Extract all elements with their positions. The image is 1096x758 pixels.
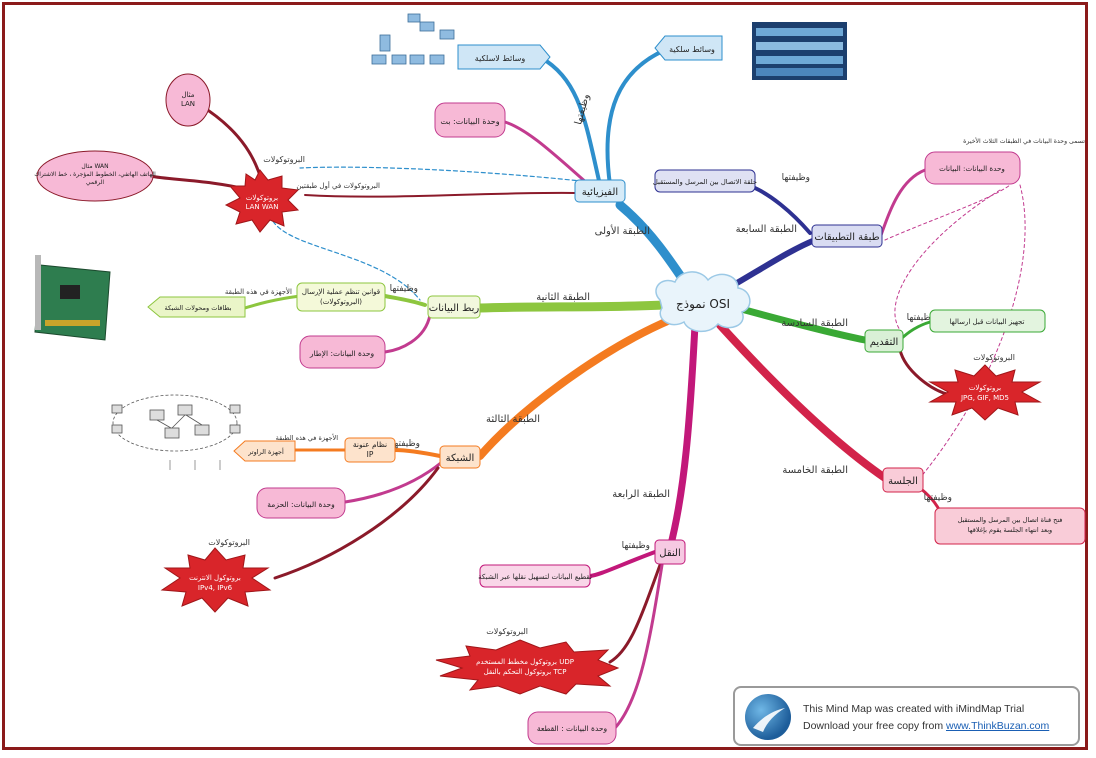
datalink-devices-edge: الأجهزة في هذه الطبقة	[225, 287, 292, 296]
node-session[interactable]: الجلسة	[882, 467, 924, 493]
trial-line-2: Download your free copy from www.ThinkBu…	[803, 720, 1049, 732]
transport-function-node[interactable]: تقطيع البيانات لتسهيل نقلها عبر الشبكة	[478, 564, 592, 588]
network-devices-node[interactable]: أجهزة الراوتر	[233, 440, 296, 462]
datalink-data-unit[interactable]: وحدة البيانات: الإطار	[299, 335, 386, 369]
svg-text:حلقة الاتصال بين المرسل والمست: حلقة الاتصال بين المرسل والمستقبل	[653, 178, 757, 186]
branch-network	[476, 316, 674, 460]
edge-layer-5: الطبقة الخامسة	[782, 465, 848, 476]
transport-function-edge: وظيفتها	[622, 541, 650, 551]
svg-text:ربط البيانات: ربط البيانات	[429, 303, 480, 314]
edge-layer-4: الطبقة الرابعة	[612, 489, 670, 500]
physical-data-unit[interactable]: وحدة البيانات: بت	[434, 102, 506, 138]
edge-layer-1: الطبقة الأولى	[595, 224, 650, 237]
edge-layer-6: الطبقة السادسة	[781, 318, 848, 329]
physical-protocols-edge: البروتوكولات	[263, 155, 305, 164]
svg-text:وسائط لاسلكية: وسائط لاسلكية	[475, 54, 526, 63]
svg-text:فتح قناة اتصال بين المرسل والم: فتح قناة اتصال بين المرسل والمستقبلوبعد …	[958, 516, 1063, 534]
svg-text:التقديم: التقديم	[870, 337, 899, 348]
center-node[interactable]: نموذج OSI	[655, 271, 751, 333]
svg-text:أجهزة الراوتر: أجهزة الراوتر	[247, 447, 284, 456]
wireless-network-image	[371, 13, 455, 65]
svg-text:وسائط سلكية: وسائط سلكية	[669, 45, 715, 54]
node-transport[interactable]: النقل	[654, 539, 686, 565]
svg-text:وحدة البيانات: الحزمة: وحدة البيانات: الحزمة	[267, 500, 335, 509]
physical-wired-node[interactable]: وسائط سلكية	[654, 35, 723, 61]
network-protocols-edge: البروتوكولات	[208, 538, 250, 547]
transport-protocols-edge: البروتوكولات	[486, 627, 528, 636]
branch-session	[716, 321, 889, 482]
trial-line-1: This Mind Map was created with iMindMap …	[803, 703, 1025, 715]
datalink-function-edge: وظيفتها	[390, 284, 418, 294]
wired-media-image	[752, 22, 847, 80]
presentation-function-node[interactable]: تجهيز البيانات قبل ارسالها	[929, 309, 1046, 333]
svg-text:بطاقات ومحولات الشبكة: بطاقات ومحولات الشبكة	[164, 304, 231, 312]
datalink-devices-node[interactable]: بطاقات ومحولات الشبكة	[147, 296, 246, 318]
router-network-image	[111, 394, 241, 470]
network-function-edge: وظيفتها	[392, 439, 420, 449]
transport-data-unit[interactable]: وحدة البيانات : القطعة	[527, 711, 617, 745]
presentation-protocols-edge: البروتوكولات	[973, 353, 1015, 362]
datalink-function-node[interactable]: قوانين تنظم عملية الإرسال(البروتوكولات)	[296, 282, 386, 312]
session-function-edge: وظيفتها	[924, 493, 952, 503]
thinkbuzan-link[interactable]: www.ThinkBuzan.com	[945, 720, 1050, 732]
physical-wireless-node[interactable]: وسائط لاسلكية	[457, 44, 551, 70]
branch-presentation	[741, 306, 869, 344]
svg-text:وحدة البيانات: الإطار: وحدة البيانات: الإطار	[309, 349, 375, 358]
svg-text:تجهيز البيانات قبل ارسالها: تجهيز البيانات قبل ارسالها	[949, 318, 1024, 326]
physical-protocols-note: البروتوكولات في أول طبقتين	[296, 181, 380, 190]
node-physical[interactable]: الفيزيائية	[574, 179, 626, 203]
application-data-unit[interactable]: وحدة البيانات: البيانات	[924, 151, 1021, 185]
svg-text:وحدة البيانات: بت: وحدة البيانات: بت	[440, 117, 499, 126]
svg-text:وحدة البيانات : القطعة: وحدة البيانات : القطعة	[537, 724, 608, 733]
branch-transport	[666, 321, 699, 552]
application-data-unit-note: تسمى وحدة البيانات في الطبقات الثلاث الأ…	[963, 137, 1085, 145]
node-network[interactable]: الشبكة	[439, 445, 481, 469]
edge-layer-2: الطبقة الثانية	[536, 292, 590, 303]
svg-text:الفيزيائية: الفيزيائية	[582, 187, 618, 198]
svg-text:قوانين تنظم عملية الإرسال(البر: قوانين تنظم عملية الإرسال(البروتوكولات)	[302, 288, 380, 306]
network-card-image	[34, 255, 111, 341]
trial-line-2-prefix: Download your free copy from	[803, 720, 946, 732]
application-function-node[interactable]: حلقة الاتصال بين المرسل والمستقبل	[653, 169, 757, 193]
svg-text:الشبكة: الشبكة	[446, 453, 475, 464]
swoosh-icon	[753, 708, 785, 732]
edge-layer-3: الطبقة الثالثة	[486, 414, 540, 425]
node-datalink[interactable]: ربط البيانات	[427, 295, 481, 319]
svg-text:النقل: النقل	[659, 548, 680, 559]
presentation-function-edge: وظيفتها	[907, 313, 935, 323]
svg-text:وحدة البيانات: البيانات: وحدة البيانات: البيانات	[939, 164, 1005, 173]
application-function-edge: وظيفتها	[782, 173, 810, 183]
center-label: نموذج OSI	[676, 297, 730, 312]
imindmap-trial-banner: This Mind Map was created with iMindMap …	[733, 686, 1080, 746]
branch-datalink	[475, 300, 670, 313]
edge-layer-7: الطبقة السابعة	[736, 224, 797, 235]
page-frame	[2, 2, 1088, 750]
network-data-unit[interactable]: وحدة البيانات: الحزمة	[256, 487, 346, 519]
svg-text:تقطيع البيانات لتسهيل نقلها عب: تقطيع البيانات لتسهيل نقلها عبر الشبكة	[478, 573, 592, 581]
branch-application	[722, 237, 818, 293]
svg-text:طبقة التطبيقات: طبقة التطبيقات	[814, 232, 879, 243]
node-application[interactable]: طبقة التطبيقات	[811, 224, 883, 248]
svg-text:الجلسة: الجلسة	[888, 476, 918, 487]
node-presentation[interactable]: التقديم	[864, 329, 904, 353]
network-devices-edge: الأجهزة في هذه الطبقة	[276, 433, 339, 442]
